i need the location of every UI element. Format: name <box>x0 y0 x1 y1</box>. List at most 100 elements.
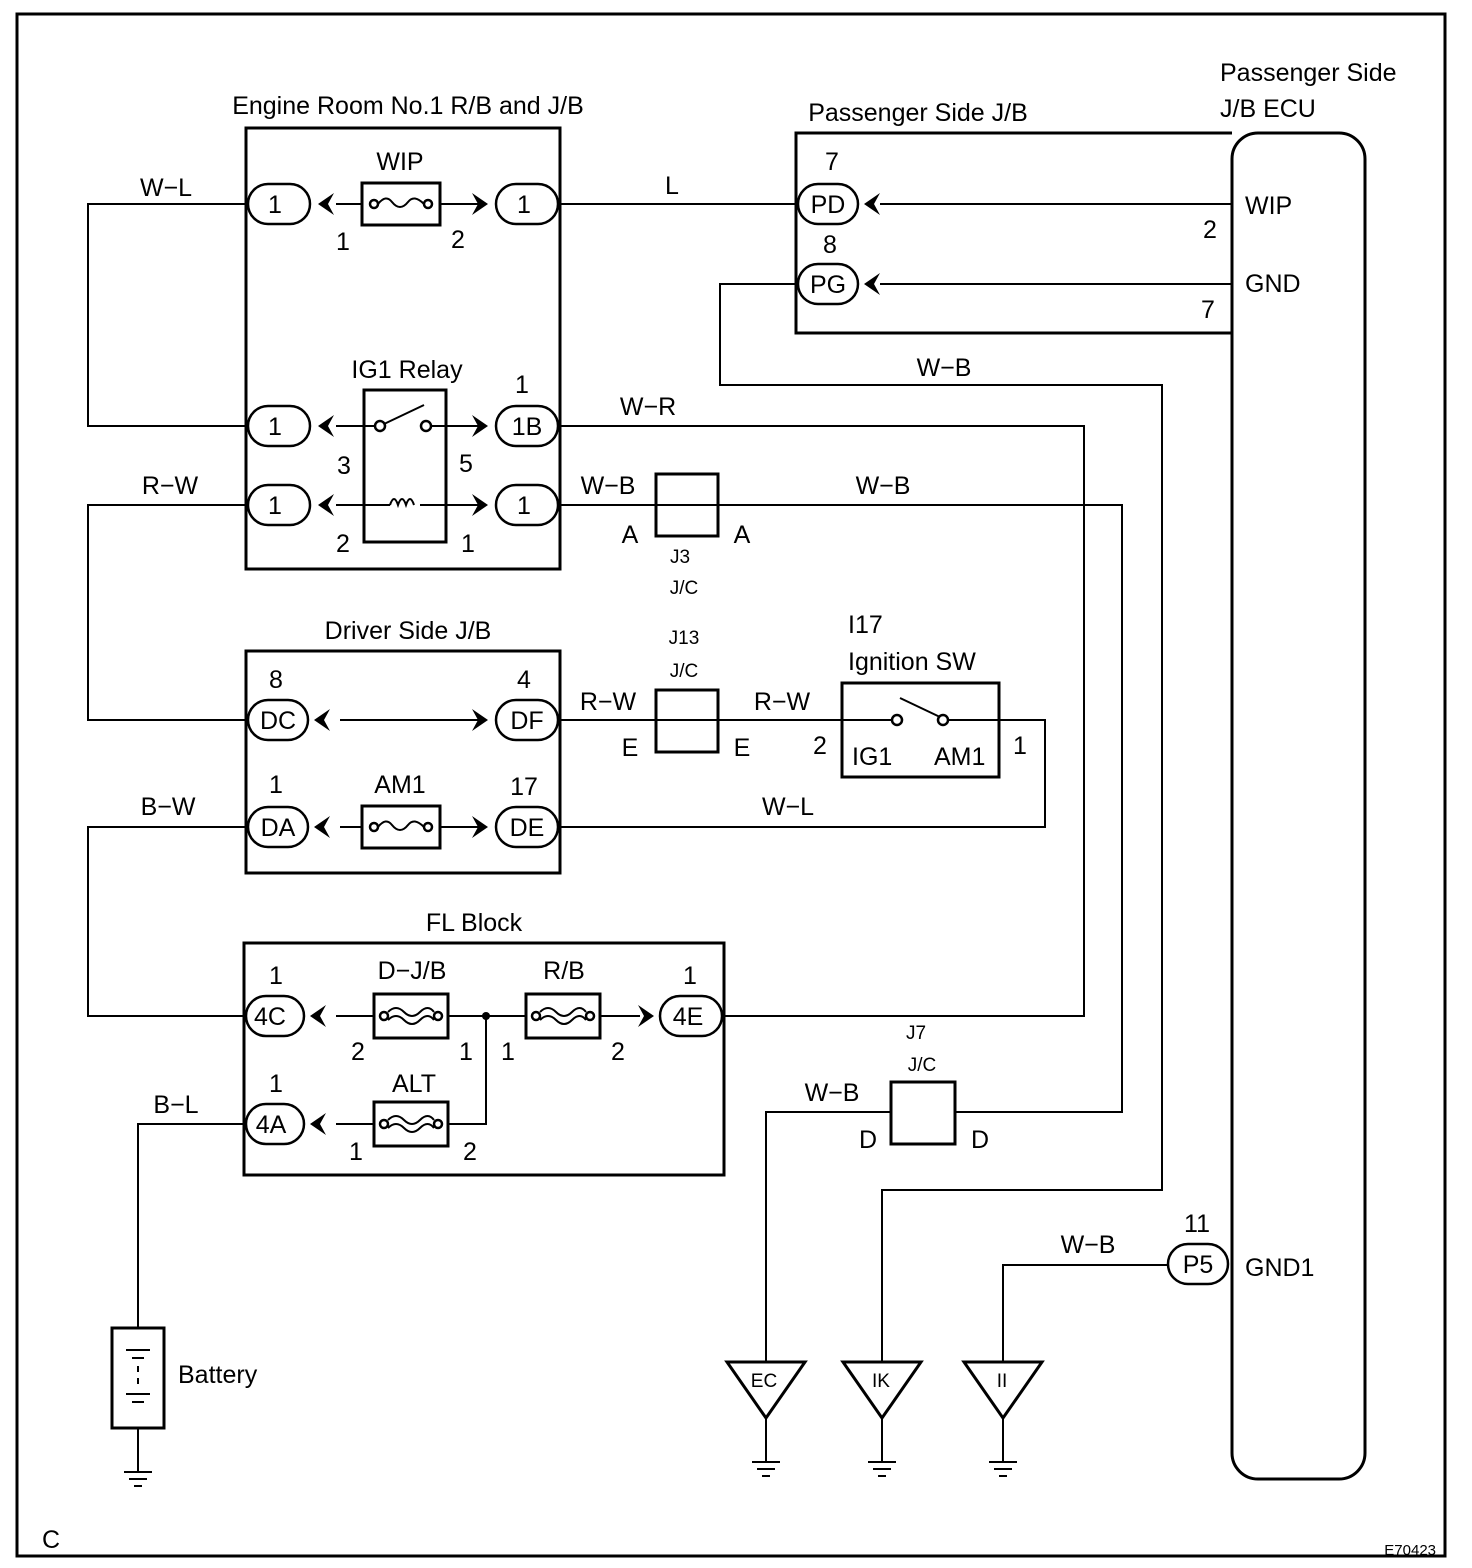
svg-text:8: 8 <box>823 231 837 259</box>
connector-da <box>246 805 310 849</box>
svg-text:2: 2 <box>351 1038 365 1066</box>
svg-text:7: 7 <box>1201 296 1215 324</box>
svg-text:II: II <box>997 1371 1008 1392</box>
svg-text:A: A <box>734 521 751 549</box>
ground-ii: II <box>961 1360 1045 1477</box>
connector-1b <box>494 404 560 448</box>
connector-pd <box>796 182 860 226</box>
dj-fuse-label: D−J/B <box>378 957 447 985</box>
corner-label: C <box>42 1526 60 1554</box>
svg-text:1: 1 <box>461 530 475 558</box>
svg-text:L: L <box>665 172 679 200</box>
jb-ecu: Passenger Side J/B ECU WIP 2 GND 7 GND1 … <box>1166 59 1397 1481</box>
ecu-title-2: J/B ECU <box>1220 95 1316 123</box>
ig1-relay-label: IG1 Relay <box>351 356 463 384</box>
driver-jb-block: Driver Side J/B 8 DC 4 DF 1 DA AM1 17 DE <box>244 617 562 875</box>
svg-text:DA: DA <box>261 814 296 842</box>
rb-fusible-link <box>524 992 602 1040</box>
svg-text:4E: 4E <box>673 1003 704 1031</box>
svg-text:2: 2 <box>451 226 465 254</box>
svg-text:W−B: W−B <box>581 472 636 500</box>
svg-text:1: 1 <box>515 371 529 399</box>
wip-fuse-label: WIP <box>376 148 423 176</box>
svg-text:D: D <box>971 1126 989 1154</box>
wip-fuse <box>360 181 442 227</box>
svg-text:1: 1 <box>268 492 282 520</box>
junction-connector-j7: J7 J/C D D <box>859 1023 989 1154</box>
ground-ec: EC <box>724 1360 808 1477</box>
svg-text:1: 1 <box>1013 732 1027 760</box>
ground-ik: IK <box>840 1360 924 1477</box>
am1-fuse-label: AM1 <box>374 771 425 799</box>
svg-text:1: 1 <box>683 962 697 990</box>
svg-text:1: 1 <box>269 771 283 799</box>
svg-text:2: 2 <box>813 732 827 760</box>
alt-fusible-link <box>372 1100 450 1148</box>
svg-text:E: E <box>734 734 751 762</box>
svg-text:1: 1 <box>517 492 531 520</box>
ecu-gnd1-terminal: GND1 <box>1245 1254 1314 1282</box>
figure-code: E70423 <box>1384 1542 1436 1559</box>
fl-block-title: FL Block <box>426 909 523 937</box>
svg-text:J3: J3 <box>670 547 690 568</box>
svg-text:7: 7 <box>825 148 839 176</box>
alt-fuse-label: ALT <box>392 1070 436 1098</box>
connector-p5 <box>1166 1242 1230 1286</box>
svg-text:PD: PD <box>811 191 846 219</box>
svg-text:B−L: B−L <box>153 1091 198 1119</box>
wires <box>87 203 1232 1362</box>
svg-text:2: 2 <box>611 1038 625 1066</box>
junction-connector-j3: A A J3 J/C <box>622 472 751 599</box>
connector-4c <box>244 994 306 1038</box>
svg-text:E: E <box>622 734 639 762</box>
svg-text:1: 1 <box>501 1038 515 1066</box>
svg-text:11: 11 <box>1184 1210 1210 1238</box>
svg-text:R−W: R−W <box>580 688 637 716</box>
svg-text:1: 1 <box>459 1038 473 1066</box>
svg-text:1: 1 <box>336 228 350 256</box>
svg-text:4C: 4C <box>254 1003 286 1031</box>
svg-text:4: 4 <box>517 666 531 694</box>
svg-text:2: 2 <box>1203 216 1217 244</box>
connector-er-wip-left <box>246 182 312 226</box>
connector-er-relay-tl <box>246 404 312 448</box>
svg-text:IG1: IG1 <box>852 743 892 771</box>
svg-text:J/C: J/C <box>670 661 699 682</box>
svg-text:Ignition SW: Ignition SW <box>848 648 976 676</box>
svg-text:2: 2 <box>336 530 350 558</box>
svg-text:R−W: R−W <box>142 472 199 500</box>
svg-text:17: 17 <box>510 773 538 801</box>
engine-room-block: Engine Room No.1 R/B and J/B WIP 1 1 1 2… <box>232 92 584 571</box>
connector-er-relay-bl <box>246 483 312 527</box>
engine-room-title: Engine Room No.1 R/B and J/B <box>232 92 584 120</box>
svg-text:2: 2 <box>463 1138 477 1166</box>
ignition-switch: I17 Ignition SW IG1 AM1 2 1 <box>813 611 1027 779</box>
ig1-relay <box>362 388 448 544</box>
svg-text:EC: EC <box>751 1371 777 1392</box>
svg-text:4A: 4A <box>256 1111 287 1139</box>
svg-text:W−B: W−B <box>805 1079 860 1107</box>
battery-label: Battery <box>178 1361 258 1389</box>
svg-text:DC: DC <box>260 707 296 735</box>
diagram-border <box>15 12 1447 1558</box>
svg-text:P5: P5 <box>1183 1251 1214 1279</box>
svg-text:J/C: J/C <box>908 1055 937 1076</box>
connector-df <box>494 698 560 742</box>
connector-4e <box>658 994 724 1038</box>
junction-connector-j13: J13 J/C E E <box>622 628 751 762</box>
svg-text:A: A <box>622 521 639 549</box>
svg-text:1: 1 <box>269 962 283 990</box>
driver-jb-title: Driver Side J/B <box>325 617 492 645</box>
rb-fuse-label: R/B <box>543 957 585 985</box>
wire-labels: W−L L W−B W−R R−W W−B W−B R−W R−W B−W W−… <box>140 172 1115 1259</box>
svg-text:1: 1 <box>268 413 282 441</box>
svg-text:W−L: W−L <box>762 793 814 821</box>
svg-text:B−W: B−W <box>141 793 196 821</box>
connector-4a <box>244 1102 306 1146</box>
svg-text:W−R: W−R <box>620 393 676 421</box>
svg-text:1: 1 <box>349 1138 363 1166</box>
svg-text:I17: I17 <box>848 611 883 639</box>
svg-text:W−B: W−B <box>1061 1231 1116 1259</box>
svg-text:5: 5 <box>459 450 473 478</box>
